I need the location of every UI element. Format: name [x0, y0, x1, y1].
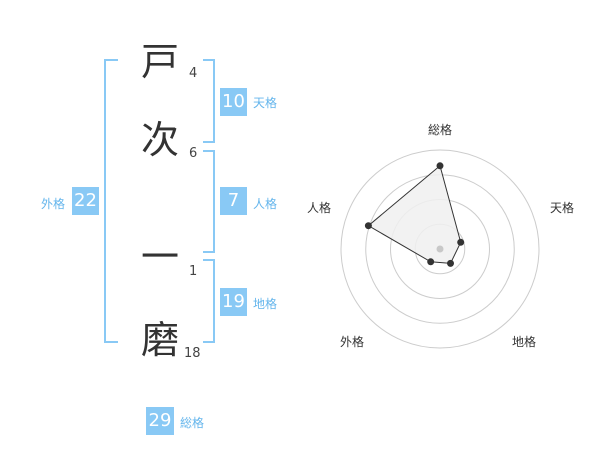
jinkaku-bracket [203, 150, 215, 253]
radar-label-jinkaku: 人格 [307, 201, 332, 215]
stroke-count-3: 1 [189, 264, 198, 279]
radar-center-dot [436, 245, 444, 253]
chikaku-value-box: 19 [220, 288, 247, 316]
tenkaku-bracket [203, 59, 215, 143]
name-char-3: 一 [140, 235, 179, 279]
radar-label-soukaku: 総格 [428, 123, 453, 137]
name-char-1: 戸 [140, 40, 179, 84]
name-char-4: 磨 [140, 318, 179, 362]
radar-point-3 [447, 259, 454, 267]
gaikaku-value-box: 22 [72, 187, 99, 215]
name-char-2: 次 [140, 118, 179, 162]
soukaku-label: 総格 [180, 416, 205, 430]
soukaku-value-box: 29 [146, 407, 174, 435]
tenkaku-value-box: 10 [220, 88, 247, 116]
radar-label-gaikaku: 外格 [340, 335, 365, 349]
stroke-count-1: 4 [189, 66, 198, 81]
tenkaku-label: 天格 [253, 96, 278, 110]
gaikaku-bracket [104, 59, 118, 343]
radar-polygon [367, 164, 462, 264]
radar-ring-4 [340, 149, 540, 349]
stroke-count-2: 6 [189, 146, 198, 161]
jinkaku-label: 人格 [253, 197, 278, 211]
stroke-count-4: 18 [184, 346, 201, 361]
radar-point-2 [457, 238, 465, 246]
radar-point-4 [427, 258, 435, 266]
chikaku-label: 地格 [253, 297, 278, 311]
radar-label-chikaku: 地格 [512, 335, 537, 349]
radar-point-5 [364, 222, 372, 230]
radar-label-tenkaku: 天格 [550, 201, 575, 215]
jinkaku-value-box: 7 [220, 187, 247, 215]
radar-point-1 [436, 162, 444, 170]
chikaku-bracket [203, 259, 215, 343]
gaikaku-label: 外格 [41, 197, 66, 211]
